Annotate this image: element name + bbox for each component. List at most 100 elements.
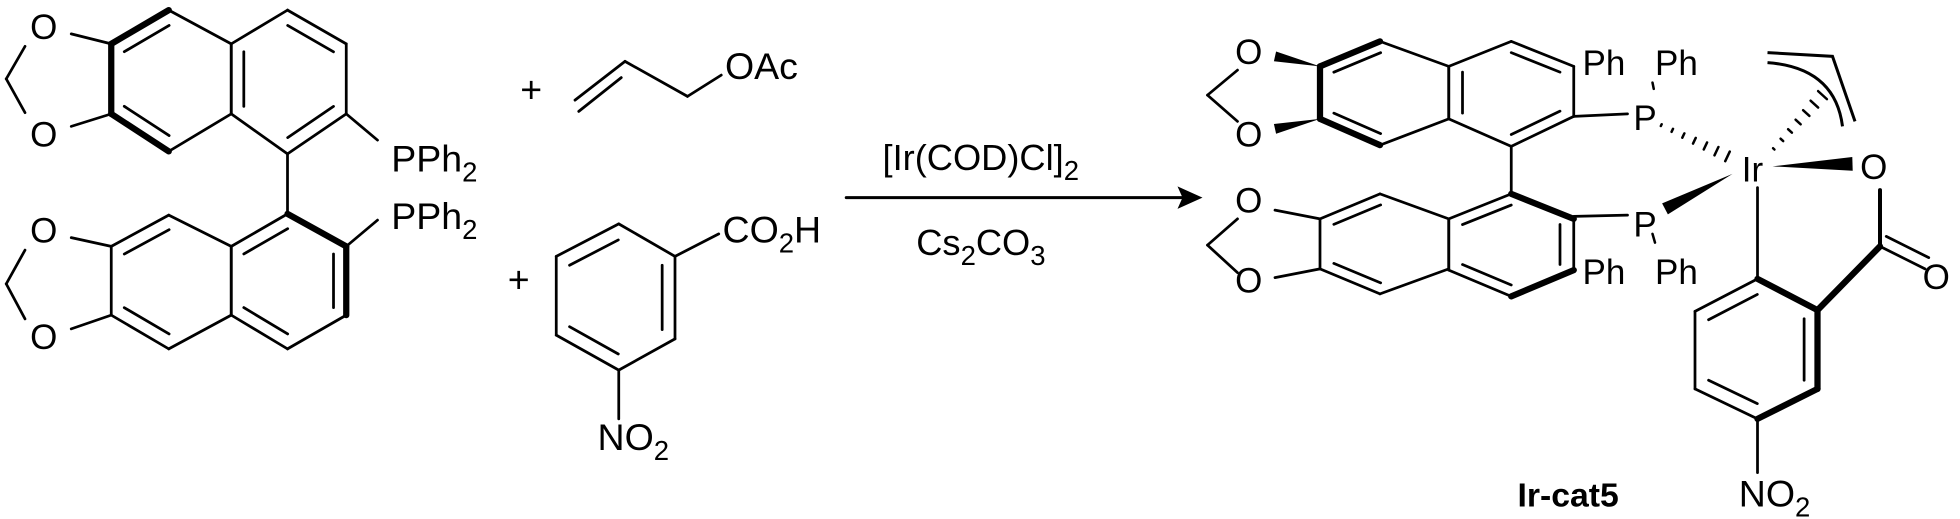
bond: [1509, 115, 1576, 148]
bond: [167, 213, 233, 248]
bond: [617, 222, 677, 258]
bond: [167, 313, 233, 351]
phenyl-label: Ph: [1583, 253, 1626, 292]
bond: [1378, 267, 1451, 296]
bond: [4, 44, 27, 81]
phenyl-bond: [1651, 232, 1657, 244]
bond: [1316, 115, 1384, 149]
hashed-bond: [1771, 146, 1776, 151]
plus-sign: +: [508, 259, 530, 301]
oac-label: OAc: [725, 45, 798, 87]
double-bond-line: [1332, 51, 1383, 74]
bond: [1378, 117, 1451, 147]
bond: [344, 218, 379, 248]
bond: [573, 59, 627, 102]
plus-sign: +: [520, 69, 542, 111]
bond: [1884, 235, 1931, 259]
double-bond-line: [122, 104, 171, 137]
hashed-bond: [1670, 127, 1675, 134]
bond: [1206, 93, 1239, 123]
double-bond-line: [1707, 378, 1759, 405]
double-bond-line: [1461, 263, 1513, 287]
pph2-label-bottom: PPh2: [391, 195, 477, 245]
allyl-bond: [1767, 51, 1857, 122]
bond: [109, 213, 171, 248]
bond: [286, 8, 348, 46]
hashed-bond: [1691, 136, 1697, 145]
bond: [1273, 267, 1322, 279]
bond: [167, 8, 233, 46]
bond: [69, 32, 113, 46]
phosphorus-atom: P: [1633, 99, 1656, 138]
bond: [1206, 68, 1239, 97]
bond: [344, 112, 379, 142]
bond: [1447, 268, 1513, 298]
catalyst-label: [Ir(COD)Cl]2: [883, 137, 1080, 186]
nitro-label: NO2: [598, 416, 670, 466]
bond: [1572, 213, 1629, 218]
double-bond-line: [1707, 293, 1759, 322]
product-label: Ir-cat5: [1518, 476, 1619, 514]
bond: [108, 6, 172, 47]
bond: [673, 232, 721, 258]
bond: [554, 222, 621, 258]
oxygen-atom: O: [1235, 33, 1262, 72]
phosphorus-atom: P: [1633, 205, 1656, 244]
wedge-bond: [1273, 118, 1320, 134]
bond: [286, 112, 348, 156]
bond: [108, 110, 172, 155]
hashed-bond: [1713, 145, 1720, 157]
pph2-label-top: PPh2: [391, 137, 477, 187]
wedge-bond: [1273, 51, 1320, 67]
iridium-atom: Ir: [1742, 150, 1764, 189]
hashed-bond: [1681, 132, 1686, 139]
bond: [1447, 117, 1513, 148]
hashed-bond: [1816, 89, 1829, 101]
bond: [1447, 192, 1513, 221]
arrow-head: [1177, 186, 1203, 209]
oxygen-atom: O: [1923, 258, 1950, 297]
bond: [229, 212, 289, 248]
bond: [1508, 267, 1577, 300]
bond: [1378, 192, 1451, 221]
hashed-bond: [1702, 141, 1709, 151]
bond: [1206, 243, 1239, 274]
bond: [1378, 39, 1451, 68]
bond: [1318, 267, 1382, 296]
ligand-reactant: O O O O PPh2 PPh2: [30, 8, 477, 357]
bond: [623, 59, 689, 98]
bond: [1206, 217, 1239, 247]
bond: [1316, 38, 1384, 70]
phenyl-label: Ph: [1655, 253, 1698, 292]
oxygen-atom: O: [30, 318, 57, 357]
double-bond-line: [568, 325, 620, 356]
bond: [1509, 39, 1576, 68]
bond: [1693, 277, 1759, 313]
co2h-label: CO2H: [723, 209, 822, 259]
bond: [577, 76, 623, 113]
double-bond-line: [1509, 109, 1562, 136]
bond: [1273, 208, 1322, 221]
oxygen-atom: O: [1235, 115, 1262, 154]
bond: [69, 313, 113, 331]
oxygen-atom: O: [1235, 262, 1262, 301]
bond: [617, 337, 677, 372]
bond: [1447, 39, 1513, 68]
oxygen-atom: O: [30, 212, 57, 251]
bond: [284, 210, 350, 250]
bond: [1508, 190, 1577, 222]
double-bond-line: [1509, 51, 1562, 74]
double-bond-line: [1461, 203, 1513, 226]
double-bond-line: [286, 105, 335, 139]
hashed-bond: [1723, 150, 1732, 163]
wedge-bond: [1662, 173, 1733, 215]
bond: [286, 313, 348, 351]
double-bond-line: [568, 238, 620, 267]
double-bond-line: [1332, 203, 1383, 226]
bond-layer: [4, 6, 1931, 474]
bond: [554, 333, 621, 372]
bond: [4, 282, 27, 321]
double-bond-line: [122, 24, 171, 54]
oxygen-atom: O: [30, 8, 57, 47]
